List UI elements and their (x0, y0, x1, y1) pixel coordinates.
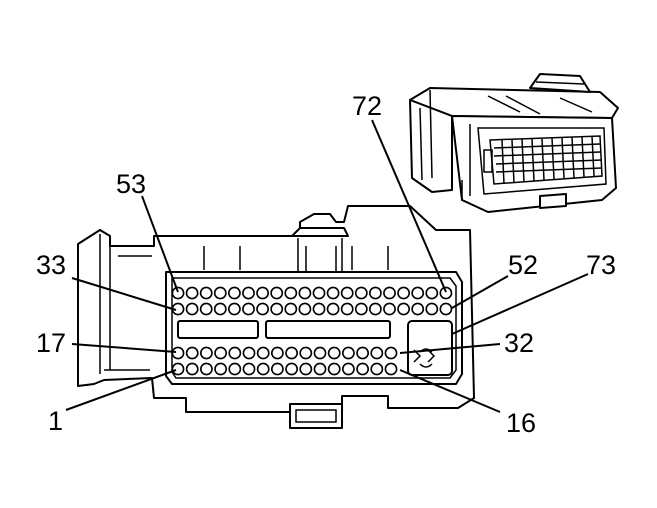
pin-cavity (368, 286, 382, 300)
pin-cavity (185, 302, 199, 316)
pin-cavity (354, 286, 368, 300)
pin-cavities (171, 286, 453, 376)
pin-cavity (228, 362, 242, 376)
pin-cavity (285, 362, 298, 376)
pin-cavity (199, 362, 213, 376)
leader-lines (65, 119, 589, 413)
pin-cavity (384, 346, 398, 360)
pin-cavity (185, 286, 199, 300)
pin-cavity (213, 302, 227, 316)
pin-cavity (242, 286, 255, 300)
pin-cavity (383, 286, 396, 300)
pin-cavity (256, 362, 270, 376)
pin-cavity (356, 362, 369, 376)
pin-cavity (270, 302, 284, 316)
pin-cavity (227, 286, 241, 300)
pin-label-32: 32 (504, 328, 534, 358)
pin-cavity (341, 362, 355, 376)
pin-cavity (242, 346, 256, 360)
pin-cavity (199, 346, 213, 360)
pin-cavity (383, 302, 396, 316)
pin-cavity (313, 346, 327, 360)
pin-cavity (171, 346, 185, 360)
pin-cavity (270, 286, 284, 300)
pin-cavity (298, 286, 312, 300)
pin-cavity (425, 302, 439, 316)
pin-cavity (284, 302, 298, 316)
pin-cavity (185, 346, 199, 360)
leader-16 (399, 369, 501, 413)
pin-cavity (327, 346, 341, 360)
pin-cavity (242, 362, 256, 376)
leader-73 (451, 273, 589, 335)
leader-17 (71, 343, 177, 353)
pin-cavity (341, 346, 355, 360)
pin-label-17: 17 (36, 328, 66, 358)
pin-cavity (326, 286, 340, 300)
pin-cavity (199, 286, 213, 300)
pin-cavity (439, 286, 453, 300)
pin-cavity (299, 346, 313, 360)
pin-cavity (213, 286, 227, 300)
leader-72 (371, 119, 447, 293)
pin-label-52: 52 (508, 250, 538, 280)
pin-cavity (368, 302, 382, 316)
pin-cavity (354, 302, 368, 316)
leader-32 (399, 343, 501, 354)
pin-cavity (171, 362, 185, 376)
pin-cavity (327, 362, 341, 376)
pin-cavity (439, 302, 453, 316)
pin-cavity (242, 302, 255, 316)
pin-cavity (340, 302, 354, 316)
pin-cavity (214, 346, 227, 360)
pin-cavity (228, 346, 242, 360)
pin-cavity (299, 362, 313, 376)
pin-cavity (284, 286, 298, 300)
pin-cavity (425, 286, 439, 300)
pin-label-72: 72 (352, 91, 382, 121)
pin-cavity (313, 362, 327, 376)
pin-cavity (397, 286, 410, 300)
pin-cavity (370, 362, 384, 376)
pin-cavity (185, 362, 199, 376)
connector-body (77, 205, 475, 429)
pin-label-73: 73 (586, 250, 616, 280)
pin-cavity (397, 302, 410, 316)
pin-label-33: 33 (36, 250, 66, 280)
pin-cavity (312, 302, 326, 316)
pin-cavity (384, 362, 398, 376)
pin-label-1: 1 (48, 406, 63, 436)
pin-cavity (270, 362, 284, 376)
pin-cavity (326, 302, 340, 316)
connector-3d-view (409, 73, 619, 213)
pin-cavity (214, 362, 227, 376)
pin-cavity (199, 302, 213, 316)
pin-cavity (370, 346, 384, 360)
leader-53 (141, 195, 179, 293)
pin-cavity (411, 302, 425, 316)
pin-labels: 53 72 33 52 73 17 32 1 16 (36, 91, 616, 438)
pin-cavity (298, 302, 312, 316)
pin-cavity (227, 302, 241, 316)
pin-label-53: 53 (116, 169, 146, 199)
leader-1 (65, 369, 177, 411)
leader-33 (71, 277, 177, 311)
pin-cavity (256, 286, 269, 300)
pin-cavity (270, 346, 284, 360)
pin-cavity (171, 286, 185, 300)
pin-cavity (256, 346, 270, 360)
pin-label-16: 16 (506, 408, 536, 438)
pin-cavity (356, 346, 369, 360)
pin-cavity (340, 286, 354, 300)
pin-cavity (312, 286, 326, 300)
pin-cavity (285, 346, 298, 360)
leader-52 (451, 275, 509, 309)
pin-cavity (256, 302, 269, 316)
pin-cavity (411, 286, 425, 300)
